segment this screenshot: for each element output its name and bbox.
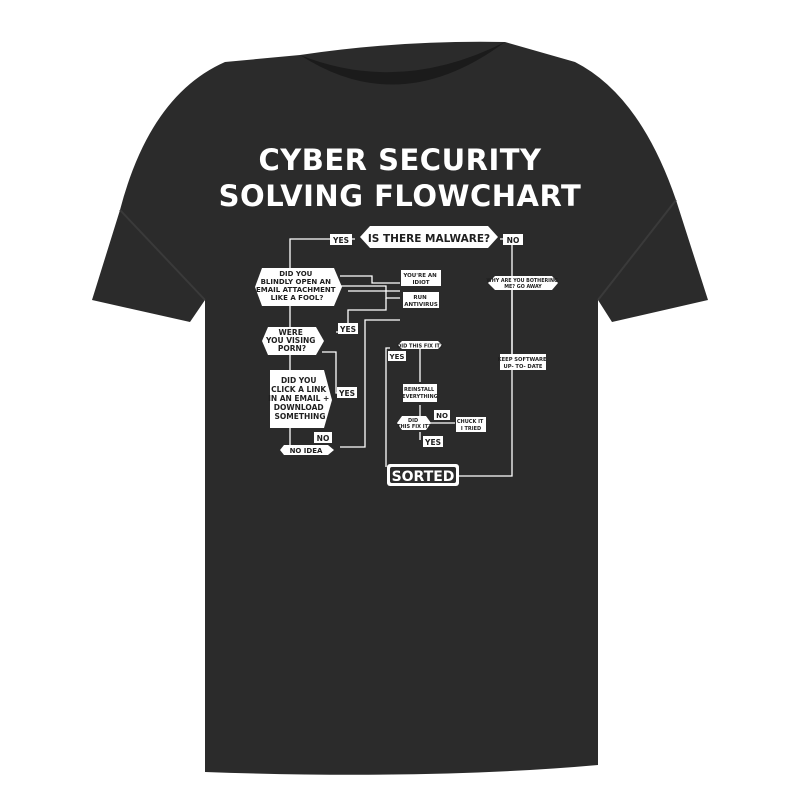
porn-question-node: WERE YOU VISING PORN? bbox=[262, 327, 324, 355]
title-line-1: CYBER SECURITY bbox=[258, 143, 542, 177]
title-line-2: SOLVING FLOWCHART bbox=[218, 179, 582, 213]
bothering-node: WHY ARE YOU BOTHERING ME? GO AWAY bbox=[486, 276, 559, 290]
yes-fix1-label: YES bbox=[389, 353, 405, 361]
run-antivirus-node: RUN ANTIVIRUS bbox=[403, 292, 439, 308]
attachment-question-node: DID YOU BLINDLY OPEN AN EMAIL ATTACHMENT… bbox=[255, 268, 342, 306]
keep-software-node: KEEP SOFTWARE UP- TO- DATE bbox=[498, 354, 549, 370]
idiot-text: YOU'RE AN IDIOT bbox=[402, 273, 438, 286]
link-question-node: DID YOU CLICK A LINK IN AN EMAIL + DOWNL… bbox=[268, 370, 332, 428]
yes-fix2-tag: YES bbox=[423, 436, 443, 447]
sorted-node: SORTED bbox=[387, 464, 459, 486]
no-fix2-label: NO bbox=[436, 412, 448, 420]
attachment-question-text: DID YOU BLINDLY OPEN AN EMAIL ATTACHMENT… bbox=[256, 270, 338, 302]
yes-top-tag: YES bbox=[330, 234, 352, 245]
run-antivirus-text: RUN ANTIVIRUS bbox=[404, 295, 438, 308]
fix1-node: DID THIS FIX IT? bbox=[397, 341, 443, 350]
no-top-tag: NO bbox=[503, 234, 523, 245]
bothering-text: WHY ARE YOU BOTHERING ME? GO AWAY bbox=[486, 278, 559, 290]
no-idea-node: NO IDEA bbox=[280, 445, 334, 455]
chuck-it-text: CHUCK IT I TRIED bbox=[457, 419, 485, 432]
no-link-label: NO bbox=[317, 434, 330, 443]
shirt-collar bbox=[300, 42, 505, 85]
fix1-label: DID THIS FIX IT? bbox=[397, 344, 443, 350]
yes-porn-label: YES bbox=[339, 325, 356, 334]
fix2-text: DID THIS FIX IT? bbox=[397, 418, 431, 430]
link-question-text: DID YOU CLICK A LINK IN AN EMAIL + DOWNL… bbox=[268, 376, 332, 421]
sorted-label: SORTED bbox=[392, 469, 455, 485]
yes-porn-tag: YES bbox=[338, 323, 358, 334]
yes-fix2-label: YES bbox=[424, 438, 441, 447]
fix2-node: DID THIS FIX IT? bbox=[397, 416, 431, 430]
yes-link-tag: YES bbox=[337, 387, 357, 398]
no-idea-label: NO IDEA bbox=[290, 447, 323, 455]
chuck-it-node: CHUCK IT I TRIED bbox=[456, 417, 486, 432]
shirt-body bbox=[92, 41, 708, 775]
no-fix2-tag: NO bbox=[434, 410, 450, 420]
reinstall-node: REINSTALL EVERYTHING bbox=[402, 384, 438, 402]
start-question-label: IS THERE MALWARE? bbox=[368, 233, 490, 245]
yes-fix1-tag: YES bbox=[388, 351, 406, 361]
yes-top-label: YES bbox=[332, 236, 349, 245]
porn-question-text: WERE YOU VISING PORN? bbox=[265, 328, 318, 353]
reinstall-text: REINSTALL EVERYTHING bbox=[402, 387, 438, 400]
no-link-tag: NO bbox=[314, 432, 332, 443]
yes-link-label: YES bbox=[338, 389, 355, 398]
start-question-node: IS THERE MALWARE? bbox=[360, 226, 498, 248]
idiot-node: YOU'RE AN IDIOT bbox=[401, 270, 441, 286]
keep-software-text: KEEP SOFTWARE UP- TO- DATE bbox=[498, 357, 549, 370]
no-top-label: NO bbox=[507, 236, 520, 245]
